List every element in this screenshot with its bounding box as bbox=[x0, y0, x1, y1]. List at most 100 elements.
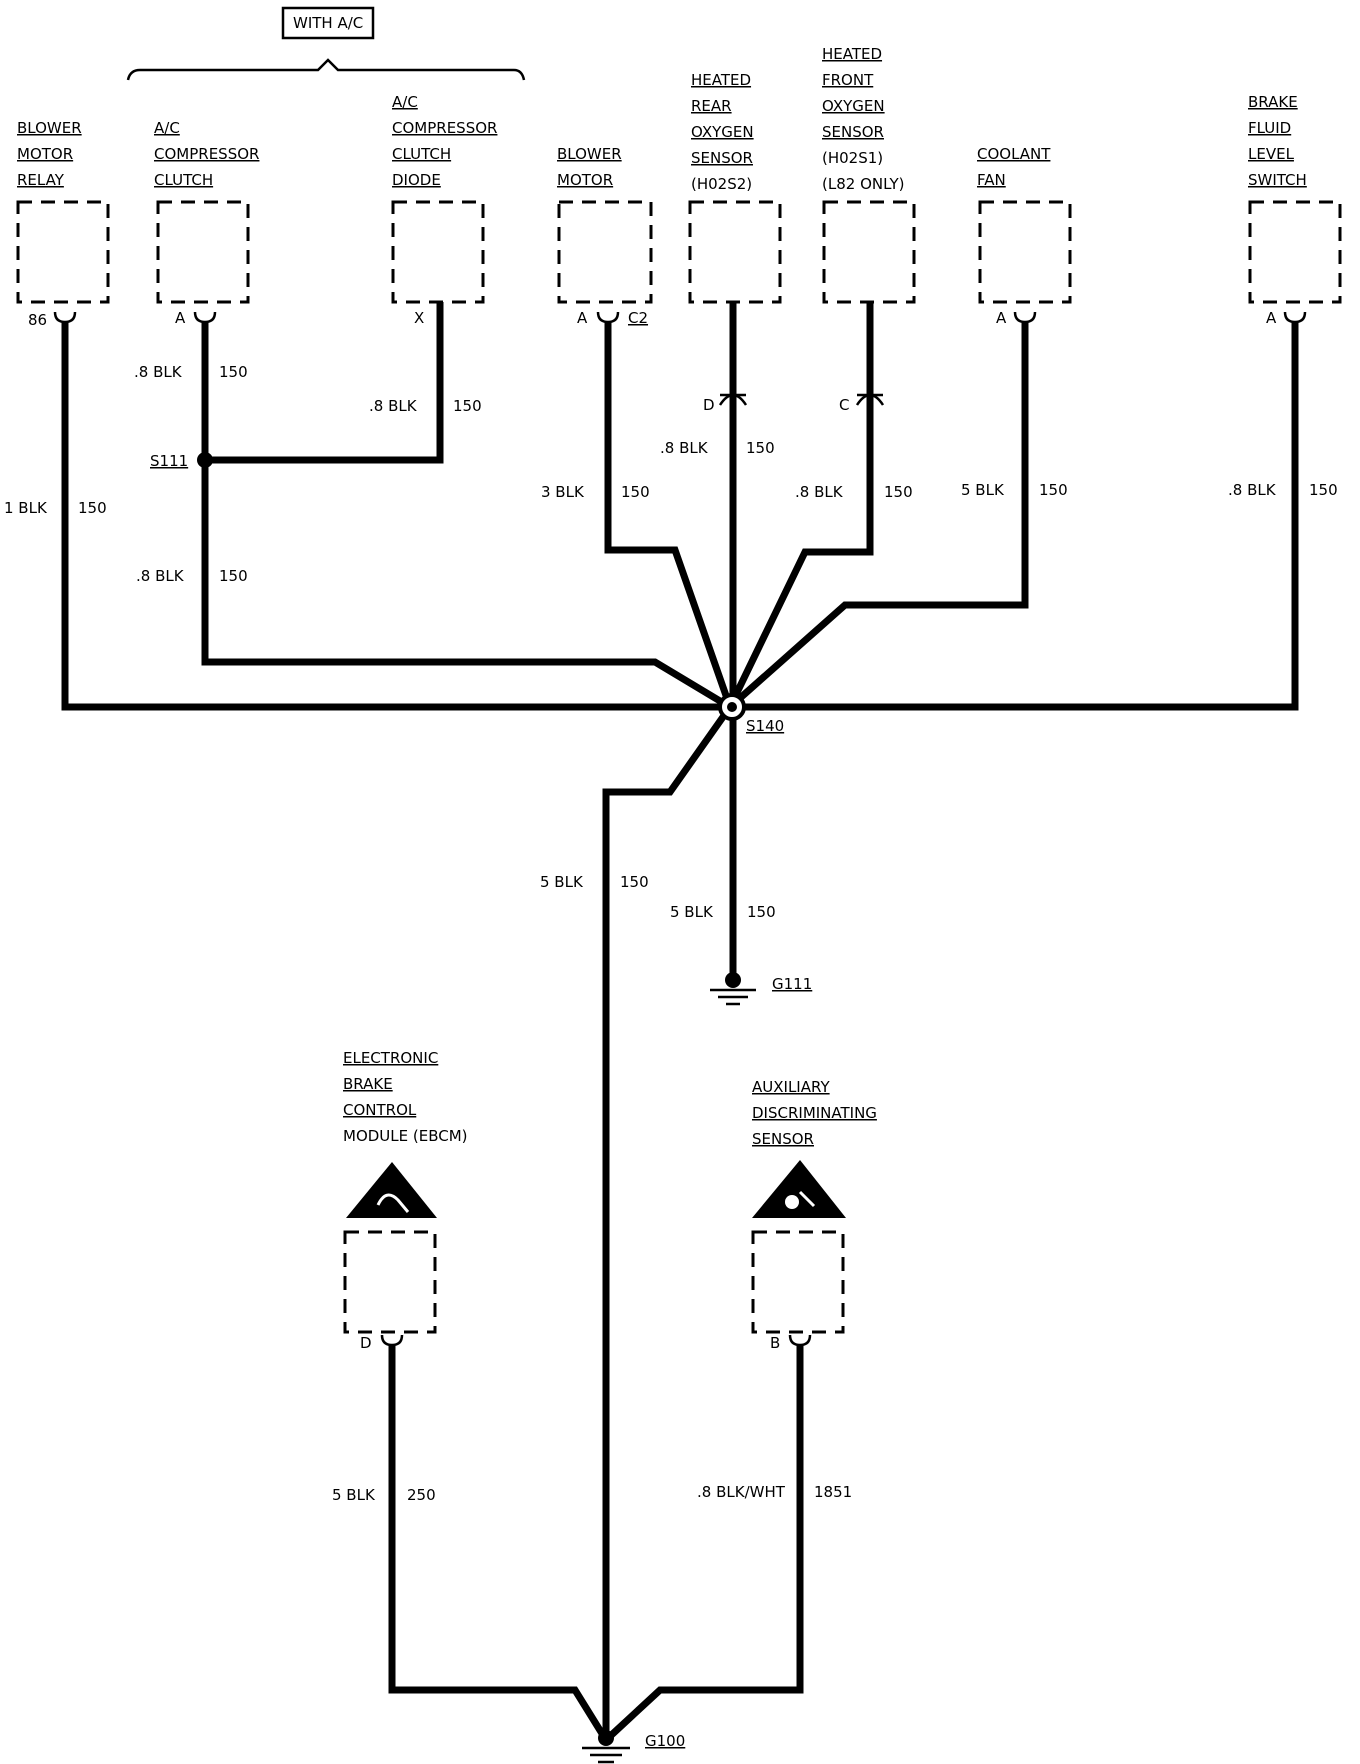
blower-motor-label: BLOWER MOTOR bbox=[557, 145, 622, 189]
wire-circuit: 150 bbox=[219, 363, 248, 381]
pin-label: A bbox=[577, 309, 588, 327]
wire-gauge: .8 BLK bbox=[795, 483, 844, 501]
label-line: REAR bbox=[691, 97, 732, 115]
heated-rear-o2-box bbox=[688, 200, 782, 304]
label-line: DISCRIMINATING bbox=[752, 1104, 877, 1122]
ac-compressor-clutch-label: A/C COMPRESSOR CLUTCH bbox=[154, 119, 259, 189]
wire-labels: 1 BLK 150 .8 BLK 150 .8 BLK 150 .8 BLK 1… bbox=[2, 363, 1338, 1504]
brake-fluid-level-switch-label: BRAKE FLUID LEVEL SWITCH bbox=[1248, 93, 1307, 189]
connector-label: C2 bbox=[628, 309, 648, 327]
splice-s140-dot bbox=[727, 702, 737, 712]
coolant-fan-label: COOLANT FAN bbox=[977, 145, 1051, 189]
label-line: (H02S2) bbox=[691, 175, 752, 193]
label-line: BLOWER bbox=[17, 119, 82, 137]
label-line: BRAKE bbox=[343, 1075, 393, 1093]
pin-cup bbox=[193, 311, 217, 324]
airbag-person-icon bbox=[785, 1195, 799, 1209]
wire-circuit: 150 bbox=[884, 483, 913, 501]
label-line: COMPRESSOR bbox=[392, 119, 497, 137]
label-line: CLUTCH bbox=[392, 145, 451, 163]
pin-label: B bbox=[770, 1334, 780, 1352]
wire-coolant-a bbox=[727, 322, 1029, 710]
ebcm-box bbox=[343, 1230, 437, 1334]
label-line: BLOWER bbox=[557, 145, 622, 163]
label-line: OXYGEN bbox=[822, 97, 885, 115]
wire-gauge: .8 BLK bbox=[369, 397, 418, 415]
wires bbox=[61, 302, 1299, 1743]
pin-cup bbox=[53, 311, 77, 324]
label-line: HEATED bbox=[822, 45, 882, 63]
wire-circuit: 1851 bbox=[814, 1483, 852, 1501]
wire-gauge: .8 BLK bbox=[134, 363, 183, 381]
wire-gauge: .8 BLK bbox=[660, 439, 709, 457]
pin-label: A bbox=[996, 309, 1007, 327]
blower-motor-relay-box bbox=[16, 200, 110, 304]
airbag-triangle-icon bbox=[752, 1160, 846, 1218]
label-line: ELECTRONIC bbox=[343, 1049, 438, 1067]
heated-front-o2-label: HEATED FRONT OXYGEN SENSOR (H02S1) (L82 … bbox=[822, 45, 904, 193]
wire-diode-x bbox=[205, 302, 444, 464]
label-line: (L82 ONLY) bbox=[822, 175, 904, 193]
airbag-warning-icon bbox=[752, 1160, 846, 1218]
brake-fluid-level-switch-box bbox=[1248, 200, 1342, 304]
ac-compressor-clutch-box bbox=[156, 200, 250, 304]
ground-g111: G111 bbox=[710, 972, 812, 1006]
wire-gauge: 5 BLK bbox=[961, 481, 1005, 499]
wire-gauge: 3 BLK bbox=[541, 483, 585, 501]
coolant-fan-box bbox=[978, 200, 1072, 304]
label-line: SENSOR bbox=[691, 149, 753, 167]
esd-triangle-icon bbox=[346, 1162, 437, 1218]
wire-gauge: 5 BLK bbox=[670, 903, 714, 921]
pin-label: C bbox=[839, 396, 849, 414]
label-line: CONTROL bbox=[343, 1101, 417, 1119]
with-ac-bracket: WITH A/C bbox=[126, 6, 526, 81]
label-line: SENSOR bbox=[752, 1130, 814, 1148]
ground-dot bbox=[598, 1730, 614, 1746]
wire-circuit: 250 bbox=[407, 1486, 436, 1504]
wire-circuit: 150 bbox=[746, 439, 775, 457]
wire-gauge: 1 BLK bbox=[4, 499, 48, 517]
label-line: LEVEL bbox=[1248, 145, 1295, 163]
wire-circuit: 150 bbox=[219, 567, 248, 585]
pin-label: 86 bbox=[28, 311, 47, 329]
wire-blower-a bbox=[604, 322, 734, 709]
label-line: COMPRESSOR bbox=[154, 145, 259, 163]
wire-relay-and-brake-switch bbox=[61, 322, 1299, 711]
wire-aux-sensor-b bbox=[603, 1345, 804, 1743]
wire-ebcm-d bbox=[388, 1345, 609, 1742]
wire-front-o2-c bbox=[726, 302, 874, 709]
wire-s140-to-g100 bbox=[602, 704, 733, 1740]
splice-s111-label: S111 bbox=[150, 452, 188, 470]
wire-gauge: 5 BLK bbox=[540, 873, 584, 891]
wire-s111-to-s140 bbox=[201, 460, 732, 711]
label-line: SENSOR bbox=[822, 123, 884, 141]
label-line: HEATED bbox=[691, 71, 751, 89]
with-ac-label-box bbox=[281, 6, 375, 40]
wire-gauge: 5 BLK bbox=[332, 1486, 376, 1504]
label-line: MOTOR bbox=[557, 171, 613, 189]
ground-g100-label: G100 bbox=[645, 1732, 685, 1750]
aux-sensor-box bbox=[751, 1230, 845, 1334]
wire-gauge: .8 BLK bbox=[1228, 481, 1277, 499]
with-ac-brace bbox=[126, 58, 526, 81]
pin-cup bbox=[1013, 311, 1037, 324]
label-line: MODULE (EBCM) bbox=[343, 1127, 468, 1145]
label-line: SWITCH bbox=[1248, 171, 1307, 189]
wire-circuit: 150 bbox=[453, 397, 482, 415]
label-line: CLUTCH bbox=[154, 171, 213, 189]
label-line: OXYGEN bbox=[691, 123, 754, 141]
ebcm-label: ELECTRONIC BRAKE CONTROL MODULE (EBCM) bbox=[343, 1049, 468, 1145]
pin-cup bbox=[380, 1334, 404, 1347]
wire-circuit: 150 bbox=[78, 499, 107, 517]
pin-label: D bbox=[703, 396, 715, 414]
label-line: FRONT bbox=[822, 71, 874, 89]
with-ac-label: WITH A/C bbox=[293, 14, 363, 32]
label-line: AUXILIARY bbox=[752, 1078, 830, 1096]
ground-g111-label: G111 bbox=[772, 975, 812, 993]
heated-rear-o2-label: HEATED REAR OXYGEN SENSOR (H02S2) bbox=[691, 71, 754, 193]
ground-dot bbox=[725, 972, 741, 988]
label-line: FLUID bbox=[1248, 119, 1291, 137]
airbag-person-icon bbox=[798, 1190, 816, 1208]
ac-compressor-clutch-diode-label: A/C COMPRESSOR CLUTCH DIODE bbox=[392, 93, 497, 189]
